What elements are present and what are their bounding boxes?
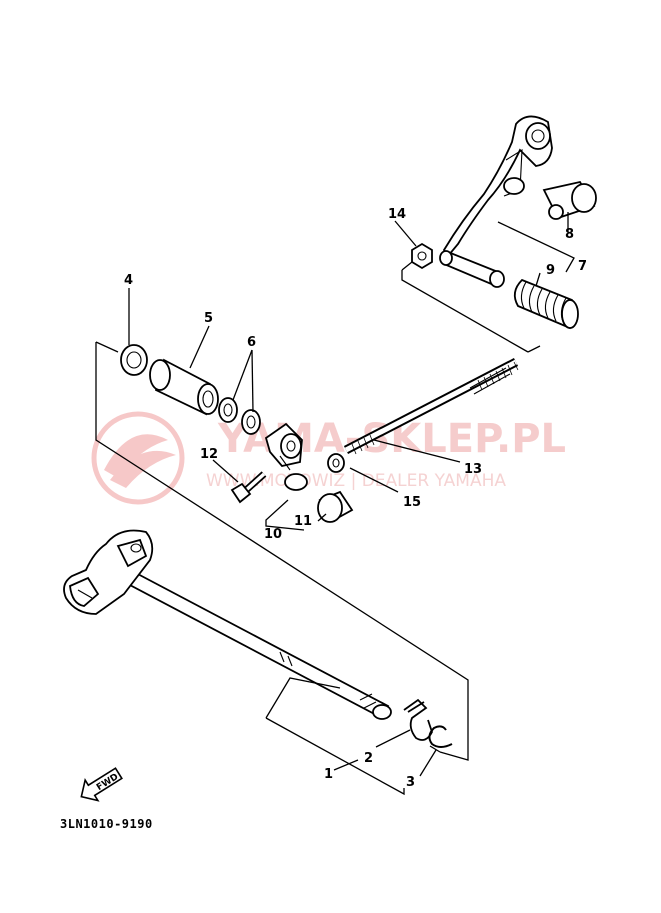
nut-part [411, 242, 433, 270]
callout-13: 13 [464, 462, 482, 477]
leader-lines [128, 212, 575, 796]
callout-7: 7 [578, 259, 587, 274]
oil-seal-part [120, 344, 148, 376]
diagram-code: 3LN1010-9190 [60, 817, 153, 831]
bearings-part [218, 397, 261, 435]
callout-1: 1 [324, 767, 333, 782]
callout-2: 2 [364, 751, 373, 766]
pivot-collar-part [542, 180, 597, 220]
bolt-part [230, 471, 267, 504]
callout-15: 15 [403, 495, 421, 510]
callout-10: 10 [264, 527, 282, 542]
shift-shaft-part [63, 529, 392, 720]
callout-11: 11 [294, 514, 312, 529]
cap-part [317, 490, 354, 523]
callout-8: 8 [565, 227, 574, 242]
shift-pedal-part [439, 115, 553, 288]
callouts: 4 5 6 12 10 11 15 13 14 8 7 9 2 3 1 [124, 207, 587, 790]
callout-4: 4 [124, 273, 133, 288]
callout-3: 3 [406, 775, 415, 790]
collar-part [149, 358, 219, 416]
circlip-part [428, 725, 453, 748]
watermark-logo [91, 411, 185, 505]
assembly-frame [95, 341, 469, 761]
fwd-arrow-icon: FWD [80, 767, 123, 802]
shift-rod [343, 358, 519, 455]
callout-9: 9 [546, 263, 555, 278]
footrest-rubber-part [513, 278, 579, 330]
callout-14: 14 [388, 207, 406, 222]
callout-6: 6 [247, 335, 256, 350]
callout-12: 12 [200, 447, 218, 462]
spring-part [403, 698, 433, 741]
washer-part [327, 453, 345, 473]
pedal-frame [401, 261, 541, 353]
callout-5: 5 [204, 311, 213, 326]
joint-part [264, 422, 308, 491]
watermark-subtitle: WWW.MOTOWIZ | DEALER YAMAHA [206, 471, 506, 491]
